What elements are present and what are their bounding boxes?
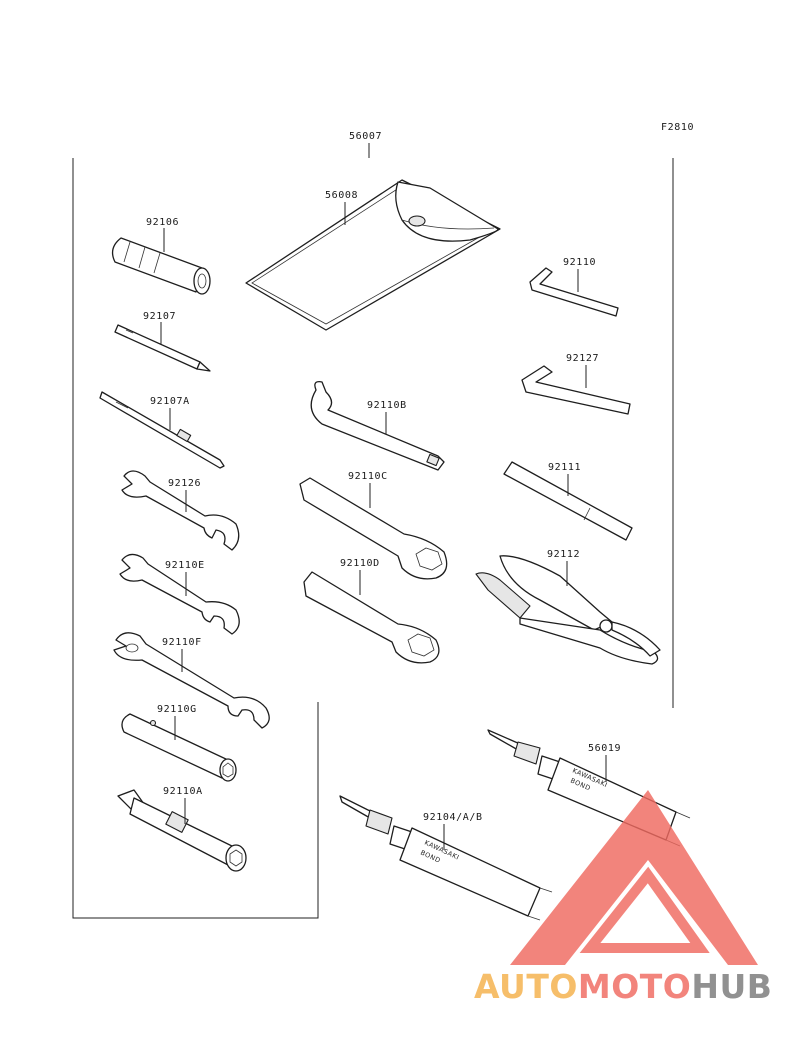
- box-wrench-92110C: [299, 477, 448, 580]
- label-92126: 92126: [168, 478, 201, 489]
- label-92106: 92106: [146, 217, 179, 228]
- handle-92111: [503, 461, 633, 541]
- watermark-auto: AUTO: [474, 967, 578, 1006]
- hex-key-92110: [529, 267, 619, 317]
- diagram-frame: [72, 158, 674, 919]
- hook-spanner-92110B: [310, 381, 445, 471]
- socket-tool-92106: [111, 237, 211, 295]
- label-92110F: 92110F: [162, 637, 202, 648]
- wrench-92126: [121, 470, 240, 551]
- wrench-92110E: [119, 553, 240, 635]
- label-92112: 92112: [547, 549, 580, 560]
- label-92107: 92107: [143, 311, 176, 322]
- box-wrench-92110D: [303, 571, 440, 664]
- screwdriver-bit-92107A: [99, 391, 225, 469]
- label-92107A: 92107A: [150, 396, 190, 407]
- hex-key-92127: [521, 365, 631, 415]
- watermark-triangle: [510, 790, 758, 965]
- label-92110B: 92110B: [367, 400, 407, 411]
- watermark-text: AUTOMOTOHUB: [474, 967, 772, 1006]
- box-socket-92110G: [121, 713, 237, 782]
- tool-bag: [245, 179, 501, 331]
- label-92110C: 92110C: [348, 471, 388, 482]
- label-92110: 92110: [563, 257, 596, 268]
- label-92111: 92111: [548, 462, 581, 473]
- label-92127: 92127: [566, 353, 599, 364]
- label-56019: 56019: [588, 743, 621, 754]
- label-92110A: 92110A: [163, 786, 203, 797]
- label-92104: 92104/A/B: [423, 812, 483, 823]
- watermark-hub: HUB: [691, 967, 772, 1006]
- label-56008: 56008: [325, 190, 358, 201]
- wrench-92110F: [113, 632, 270, 729]
- label-92110E: 92110E: [165, 560, 205, 571]
- label-92110G: 92110G: [157, 704, 197, 715]
- figure-code: F2810: [661, 122, 694, 133]
- screwdriver-bit-92107: [114, 324, 211, 372]
- pliers-92112: [475, 555, 661, 665]
- watermark-logo: AUTOMOTOHUB: [474, 790, 772, 1006]
- box-socket-92110A: [117, 789, 247, 872]
- label-56007: 56007: [349, 131, 382, 142]
- label-92110D: 92110D: [340, 558, 380, 569]
- watermark-moto: MOTO: [578, 967, 691, 1006]
